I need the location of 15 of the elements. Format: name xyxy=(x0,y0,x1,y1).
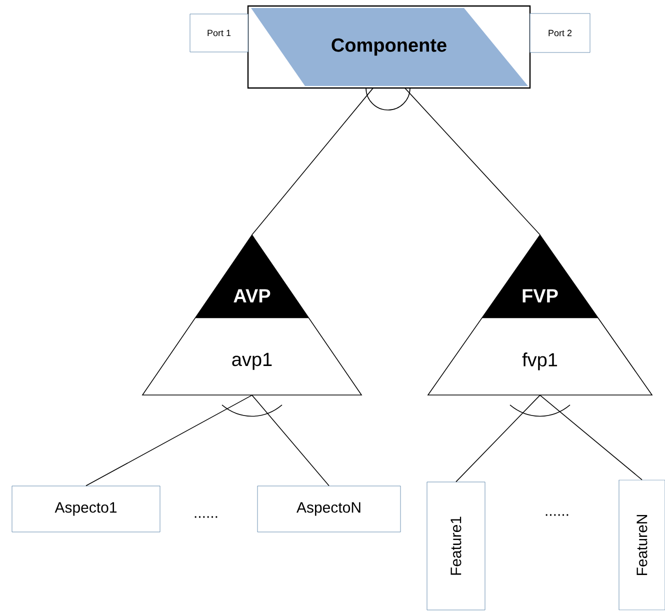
connector-line xyxy=(252,394,330,486)
connector-line xyxy=(86,394,252,486)
component-box: Componente xyxy=(247,5,531,89)
connector-line xyxy=(456,394,540,482)
port-box: Port 2 xyxy=(530,13,590,53)
feature-box: Feature1 xyxy=(426,482,486,610)
feature-box: AspectoN xyxy=(257,486,401,532)
connector-line xyxy=(404,88,540,236)
ellipsis-text: ...... xyxy=(194,516,218,518)
port-box: Port 1 xyxy=(190,14,248,52)
connector-line xyxy=(540,394,642,480)
feature-box: Aspecto1 xyxy=(12,486,160,532)
feature-box: FeatureN xyxy=(618,480,665,610)
connector-line xyxy=(252,88,374,236)
ellipsis-text: ...... xyxy=(546,514,568,516)
